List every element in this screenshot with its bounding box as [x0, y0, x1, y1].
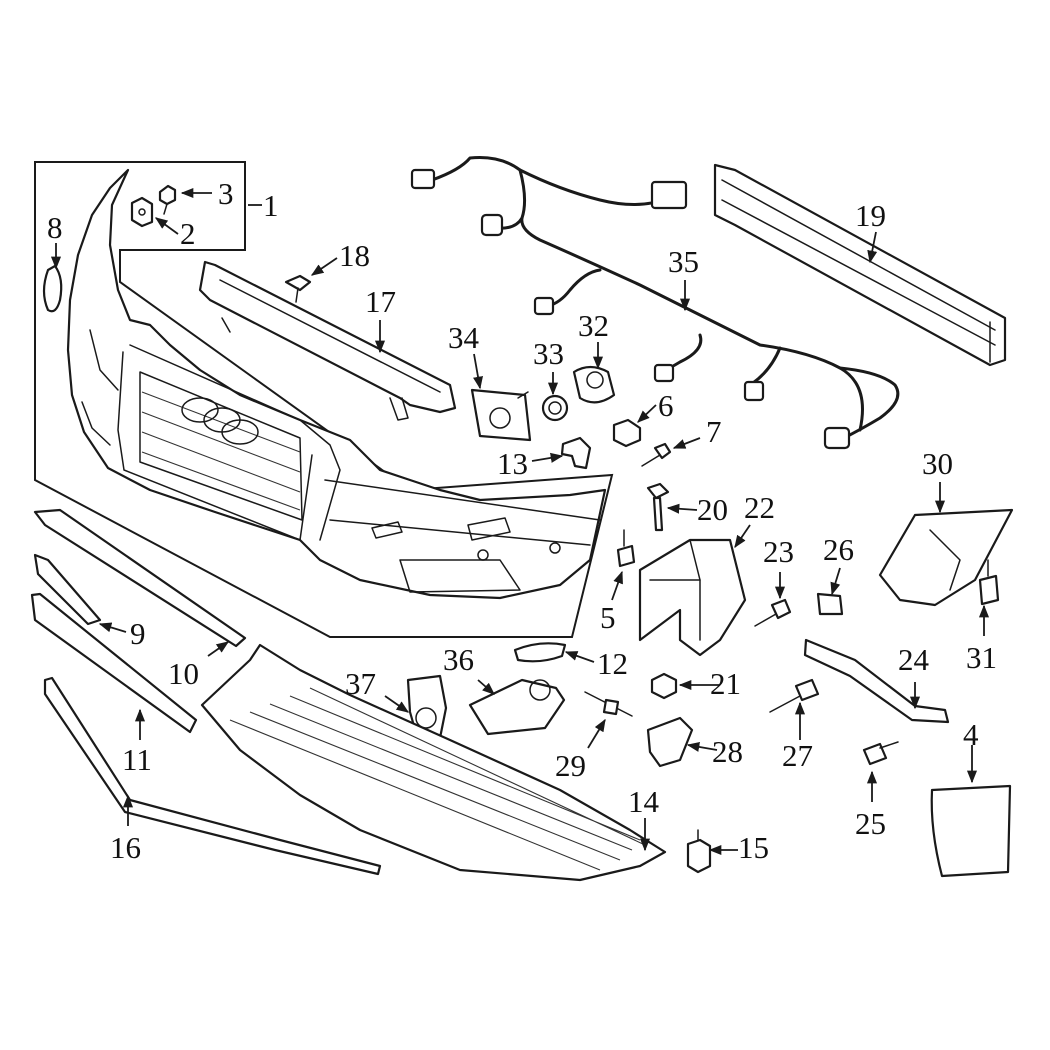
- callout-32: 32: [578, 308, 609, 343]
- callout-27: 27: [782, 738, 813, 773]
- strut-part-24: [803, 638, 950, 724]
- hardware-bag-part-4: [930, 784, 1012, 878]
- callout-labels: 1 2 3 4 5 6 7 8 9 10 11 12 13 14 15 16 1…: [47, 176, 997, 865]
- callout-25: 25: [855, 806, 886, 841]
- clip-part-26: [816, 592, 844, 616]
- callout-30: 30: [922, 446, 953, 481]
- callout-31: 31: [966, 640, 997, 675]
- callout-28: 28: [712, 734, 743, 769]
- callout-34: 34: [448, 320, 480, 355]
- bracket-rail-part-17: [198, 260, 457, 421]
- callout-7: 7: [706, 414, 722, 449]
- bumper-cover-part: [66, 168, 607, 600]
- callout-16: 16: [110, 830, 141, 865]
- callout-29: 29: [555, 748, 586, 783]
- clip-part-18: [284, 274, 312, 303]
- callout-26: 26: [823, 532, 854, 567]
- callout-35: 35: [668, 244, 699, 279]
- parking-sensor-part-32: [572, 365, 616, 404]
- clip-bracket-part-13: [560, 436, 592, 470]
- leader-lines: [50, 187, 990, 856]
- callout-12: 12: [597, 646, 628, 681]
- sensor-bracket-part-34: [470, 388, 532, 442]
- callout-37: 37: [345, 666, 376, 701]
- cover-cap-part-12: [513, 642, 567, 663]
- crash-box-part-22: [638, 538, 747, 657]
- bolt-part-15: [686, 829, 712, 874]
- callout-20: 20: [697, 492, 728, 527]
- screw-part-3: [158, 184, 177, 215]
- callout-36: 36: [443, 642, 474, 677]
- callout-5: 5: [600, 600, 616, 635]
- lower-grille-part-11: [30, 592, 198, 734]
- rivet-part-27: [769, 678, 820, 713]
- bolt-part-31: [978, 559, 1000, 606]
- actuator-part-36: [468, 678, 566, 736]
- bolt-part-20: [646, 482, 670, 532]
- callout-15: 15: [738, 830, 769, 865]
- nut-part-6: [612, 418, 642, 448]
- bolt-part-25: [862, 741, 899, 766]
- bolt-part-23: [754, 598, 792, 627]
- callout-14: 14: [628, 784, 660, 819]
- callout-22: 22: [744, 490, 775, 525]
- callout-23: 23: [763, 534, 794, 569]
- bolt-part-5: [616, 529, 636, 568]
- pin-part-29: [584, 691, 633, 717]
- trim-strip-part-9: [33, 553, 102, 626]
- bolt-part-7: [641, 442, 672, 467]
- callout-1: 1: [263, 188, 279, 223]
- grille-strip-part-10: [33, 508, 247, 648]
- callout-13: 13: [497, 446, 528, 481]
- callout-6: 6: [658, 388, 674, 423]
- bracket-part-2: [130, 196, 154, 228]
- callout-19: 19: [855, 198, 886, 233]
- callout-10: 10: [168, 656, 199, 691]
- molding-part-16: [43, 676, 382, 876]
- callout-21: 21: [710, 666, 741, 701]
- callout-18: 18: [339, 238, 370, 273]
- clip-part-28: [646, 716, 694, 768]
- trim-plug-part-8: [42, 264, 63, 313]
- side-bracket-part-30: [878, 508, 1014, 607]
- callout-11: 11: [122, 742, 152, 777]
- callout-3: 3: [218, 176, 234, 211]
- callout-24: 24: [898, 642, 930, 677]
- callout-9: 9: [130, 616, 146, 651]
- callout-2: 2: [180, 216, 196, 251]
- callout-8: 8: [47, 210, 63, 245]
- wiring-harness-part-35: [410, 156, 900, 450]
- impact-bar-part-19: [713, 163, 1007, 367]
- nut-part-21: [650, 672, 678, 700]
- callout-17: 17: [365, 284, 396, 319]
- callout-4: 4: [963, 717, 979, 752]
- sensor-ring-part-33: [541, 394, 569, 422]
- callout-33: 33: [533, 336, 564, 371]
